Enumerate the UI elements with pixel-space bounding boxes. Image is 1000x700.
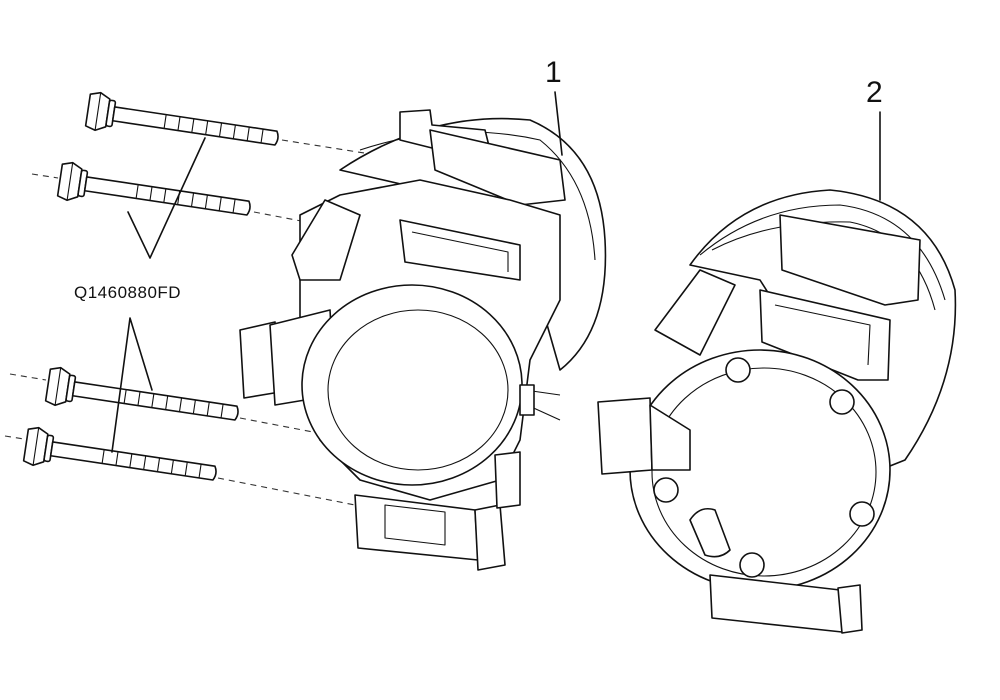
bolt-3	[44, 365, 242, 433]
throttle-body-1	[239, 109, 607, 571]
part-number-leaders	[111, 137, 206, 453]
callout-2: 2	[866, 76, 883, 201]
bolt-part-number-label: Q1460880FD	[74, 283, 181, 302]
callout-1-label: 1	[545, 56, 562, 89]
throttle-body-2	[597, 189, 957, 634]
callout-2-label: 2	[866, 76, 883, 109]
callout-1: 1	[545, 56, 563, 156]
bolt-2	[56, 160, 254, 228]
bolt-1	[84, 90, 282, 158]
bolt-4	[22, 425, 220, 493]
